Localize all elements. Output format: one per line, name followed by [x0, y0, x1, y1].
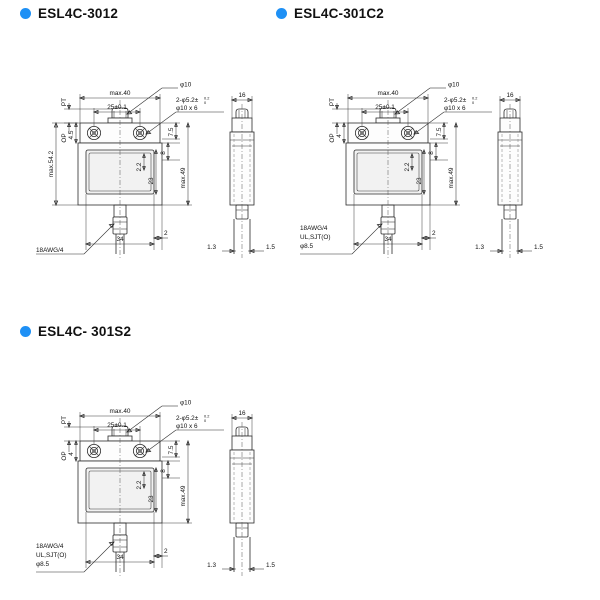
dim-operating-position: OP	[61, 133, 68, 142]
section-title: ESL4C-301C2	[294, 6, 384, 21]
dim-top-to-hole: 7.5	[168, 445, 175, 454]
dim-hole-callout-tol-upper: 0.2	[204, 414, 209, 419]
dim-mounting-width: max.40	[110, 408, 131, 415]
dim-side-left-thickness: 1.3	[207, 244, 216, 251]
note-cable-line2: UL,SJT(O)	[36, 552, 67, 559]
dim-operating-position: OP	[61, 451, 68, 460]
dim-side-width: 16	[506, 92, 514, 99]
note-cable-line1: 18AWG/4	[300, 225, 328, 232]
dim-side-width: 16	[238, 410, 246, 417]
dim-hole-spacing: 25±0.1	[375, 104, 395, 111]
dim-hole-to-body: 8	[160, 151, 167, 155]
dim-overall-height: max.54.2	[48, 150, 55, 177]
dim-body-height: 23	[416, 177, 423, 185]
section-header-esl4c-301s2: ESL4C- 301S2	[20, 324, 131, 339]
section-title: ESL4C- 301S2	[38, 324, 132, 339]
dim-plunger-diameter: φ10	[448, 82, 460, 89]
dim-side-right-thickness: 1.5	[266, 244, 275, 251]
note-cable-line1: 18AWG/4	[36, 543, 64, 550]
dim-hole-callout-tol-lower: 0	[472, 100, 475, 105]
section-header-esl4c-301c2: ESL4C-301C2	[276, 6, 384, 21]
dim-hole-callout-tol-lower: 0	[204, 418, 207, 423]
dim-side-left-thickness: 1.3	[475, 244, 484, 251]
dim-hole-callout-line2: φ10 x 6	[176, 105, 198, 112]
dim-top-to-hole: 7.5	[168, 127, 175, 136]
bullet-icon	[20, 8, 31, 19]
dim-cable-offset: 34	[384, 236, 392, 243]
dim-hole-callout-line2: φ10 x 6	[176, 423, 198, 430]
dim-hole-callout-tol-upper: 0.2	[204, 96, 209, 101]
dim-hole-callout-tol-upper: 0.2	[472, 96, 477, 101]
dim-body-step: 2.2	[136, 480, 143, 489]
dim-hole-callout-line1: 2-φ5.2±	[176, 415, 199, 422]
dim-side-right-thickness: 1.5	[266, 562, 275, 569]
dim-body-height: 23	[148, 495, 155, 503]
dim-mounting-width: max.40	[110, 90, 131, 97]
note-cable-line3: φ8.5	[300, 243, 313, 250]
dim-plunger-diameter: φ10	[180, 400, 192, 407]
dim-side-left-thickness: 1.3	[207, 562, 216, 569]
dim-hole-to-body: 8	[428, 151, 435, 155]
dim-hole-callout-line2: φ10 x 6	[444, 105, 466, 112]
dim-cable-offset: 34	[116, 554, 124, 561]
dim-body-offset: 4	[336, 134, 343, 138]
note-cable-line2: UL,SJT(O)	[300, 234, 331, 241]
dim-body-offset: 4.5	[68, 130, 75, 139]
dim-hole-callout-tol-lower: 0	[204, 100, 207, 105]
dim-pretravel: PT	[61, 98, 68, 106]
dim-pretravel: PT	[329, 98, 336, 106]
dim-body-step: 2.2	[136, 162, 143, 171]
bullet-icon	[276, 8, 287, 19]
section-title: ESL4C-3012	[38, 6, 119, 21]
dim-side-right-thickness: 1.5	[534, 244, 543, 251]
dim-top-to-hole: 7.5	[436, 127, 443, 136]
note-cable-line3: φ8.5	[36, 561, 49, 568]
dim-pretravel: PT	[61, 416, 68, 424]
dim-hole-spacing: 25±0.1	[107, 104, 127, 111]
drawing-esl4c-301c2: PT OP 4 max.40 25±0.1 φ10 2-φ5	[296, 78, 568, 268]
bullet-icon	[20, 326, 31, 337]
dim-operating-position: OP	[329, 133, 336, 142]
dim-body-step: 2.2	[404, 162, 411, 171]
dim-plunger-diameter: φ10	[180, 82, 192, 89]
dim-overall-length: max.49	[448, 167, 455, 188]
drawing-esl4c-3012: max.54.2 PT OP 4.5 max.40 25±0.1	[28, 78, 300, 268]
dim-hole-to-body: 8	[160, 469, 167, 473]
drawing-esl4c-301s2: PT OP 4 max.40 25±0.1 φ10 2-φ5.2± 0.2 0 …	[28, 396, 300, 586]
dim-cable-gap: 2	[164, 230, 168, 237]
dim-hole-spacing: 25±0.1	[107, 422, 127, 429]
dim-cable-offset: 34	[116, 236, 124, 243]
dim-overall-length: max.49	[180, 485, 187, 506]
dim-cable-gap: 2	[432, 230, 436, 237]
dim-mounting-width: max.40	[378, 90, 399, 97]
note-cable: 18AWG/4	[36, 247, 64, 254]
dim-body-height: 23	[148, 177, 155, 185]
dim-side-width: 16	[238, 92, 246, 99]
section-header-esl4c-3012: ESL4C-3012	[20, 6, 118, 21]
dim-body-offset: 4	[68, 452, 75, 456]
dim-cable-gap: 2	[164, 548, 168, 555]
dim-overall-length: max.49	[180, 167, 187, 188]
dim-hole-callout-line1: 2-φ5.2±	[176, 97, 199, 104]
dim-hole-callout-line1: 2-φ5.2±	[444, 97, 467, 104]
